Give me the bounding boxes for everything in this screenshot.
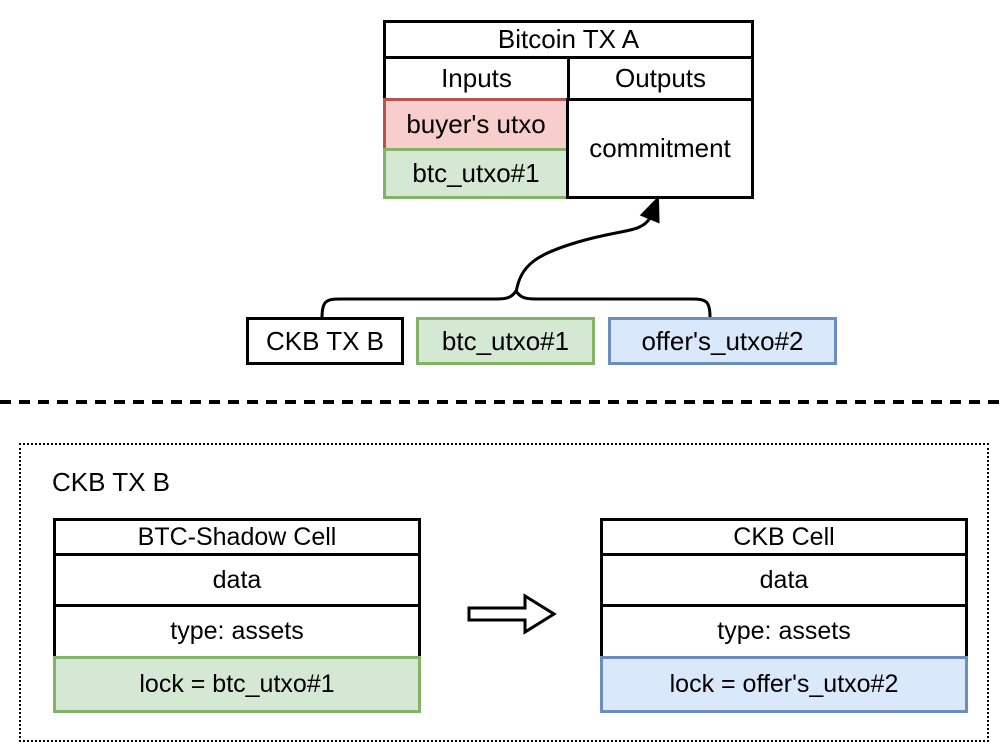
curly-brace <box>320 288 712 319</box>
tx-body: buyer's utxo btc_utxo#1 commitment <box>383 98 754 199</box>
inputs-header-cell: Inputs <box>383 56 570 101</box>
ckb-tx-b-box: CKB TX B <box>246 317 404 365</box>
right-block-arrow-icon <box>467 593 557 635</box>
offers-utxo2-box: offer's_utxo#2 <box>608 317 837 365</box>
btc-shadow-cell-table: BTC-Shadow Cell data type: assets lock =… <box>53 518 421 713</box>
curved-arrow-head <box>639 195 660 224</box>
tx-header-row: Inputs Outputs <box>383 56 754 101</box>
btc-shadow-lock-row: lock = btc_utxo#1 <box>53 656 421 713</box>
bitcoin-tx-a-table: Bitcoin TX A Inputs Outputs buyer's utxo… <box>383 20 754 199</box>
ckb-cell-table: CKB Cell data type: assets lock = offer'… <box>600 518 968 713</box>
tx-inputs-column: buyer's utxo btc_utxo#1 <box>383 98 569 199</box>
bitcoin-tx-a-title: Bitcoin TX A <box>383 20 754 59</box>
btc-shadow-data-row: data <box>53 553 421 607</box>
outputs-header-cell: Outputs <box>567 56 754 101</box>
ckb-cell-data-row: data <box>600 553 968 607</box>
ckb-cell-lock-row: lock = offer's_utxo#2 <box>600 656 968 713</box>
btc-utxo1-input-cell: btc_utxo#1 <box>383 148 569 199</box>
ckb-tx-b-label: CKB TX B <box>52 467 171 497</box>
commitment-output-cell: commitment <box>566 98 754 199</box>
curved-arrow-line <box>514 217 652 294</box>
btc-utxo1-box: btc_utxo#1 <box>416 317 595 365</box>
buyers-utxo-cell: buyer's utxo <box>383 98 569 151</box>
ckb-cell-title: CKB Cell <box>600 518 968 556</box>
btc-shadow-cell-title: BTC-Shadow Cell <box>53 518 421 556</box>
ckb-cell-type-row: type: assets <box>600 604 968 659</box>
btc-shadow-type-row: type: assets <box>53 604 421 659</box>
